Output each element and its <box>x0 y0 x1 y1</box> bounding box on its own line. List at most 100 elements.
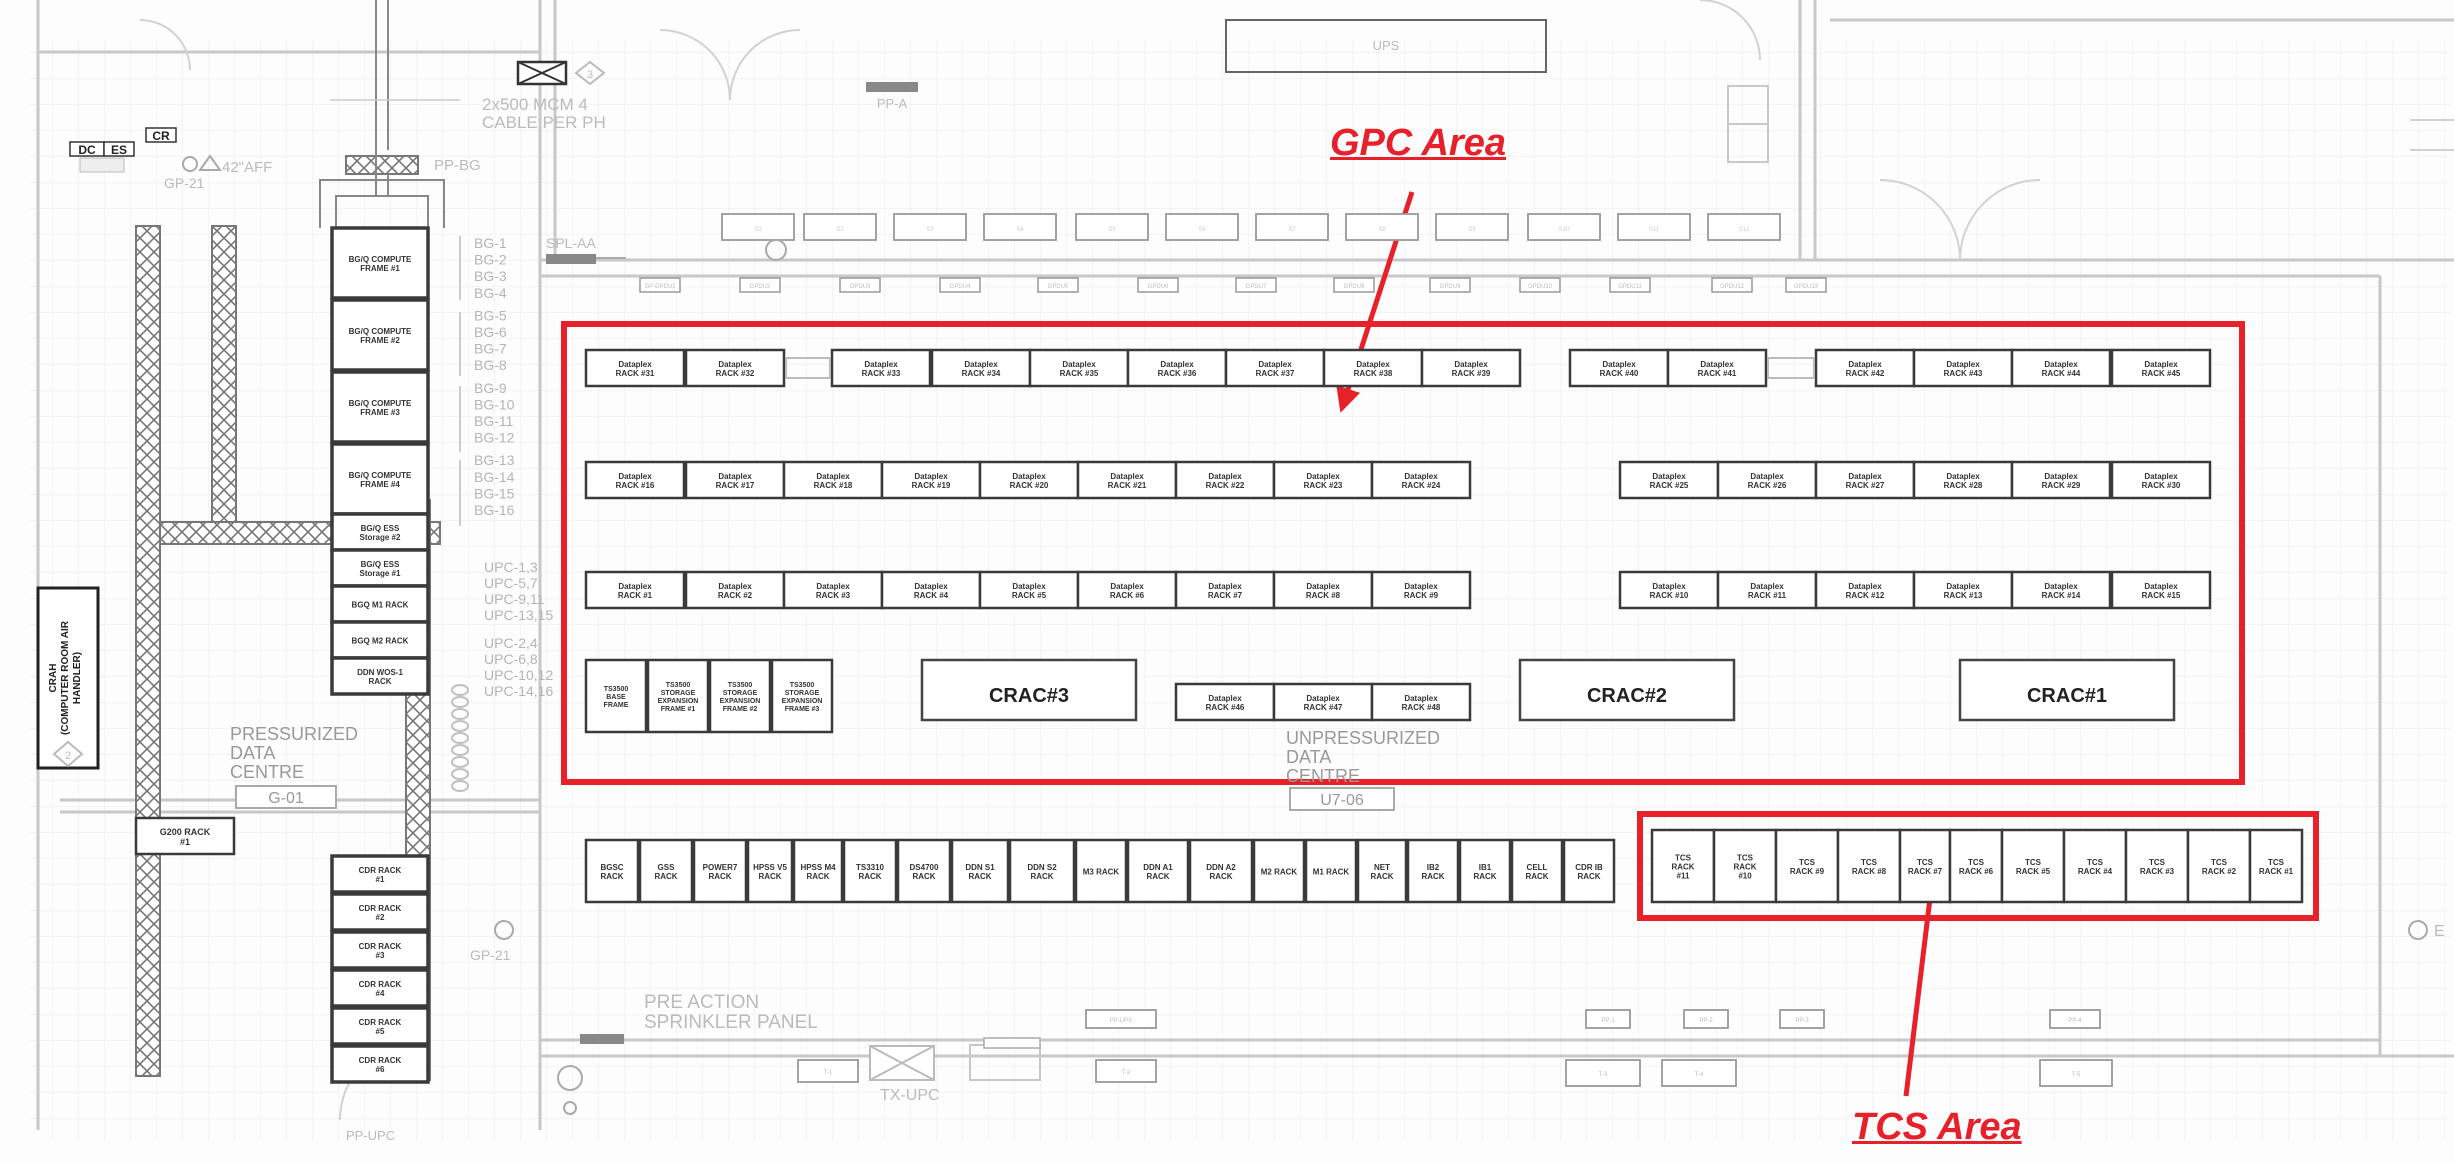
rack-label: RACK #16 <box>616 481 655 490</box>
equipment-rack: M3 RACK <box>1074 838 1128 904</box>
e-label: E <box>2434 923 2445 940</box>
room-code: G-01 <box>268 790 304 807</box>
rack-outline <box>330 298 430 372</box>
bg-circuit-label: BG-7 <box>474 341 507 357</box>
room-label: DATA <box>230 743 275 763</box>
bottom-panel-label: T-3 <box>1599 1072 1608 1078</box>
rack-outline <box>330 584 430 624</box>
rack-label: RACK #1 <box>618 591 653 600</box>
rack-label: IB2 <box>1427 863 1440 872</box>
rack-label: Dataplex <box>1404 694 1438 703</box>
rack-label: RACK #24 <box>1402 481 1441 490</box>
rack-outline <box>2010 460 2112 500</box>
bg-circuit-label: BG-10 <box>474 396 515 412</box>
pdu <box>1711 277 1753 293</box>
pdu-label: GPDU9 <box>1440 284 1461 290</box>
rack-outline <box>1406 838 1460 904</box>
valve-symbol <box>563 1101 577 1115</box>
rack-label: Dataplex <box>964 360 998 369</box>
small-panel <box>1527 213 1601 241</box>
rack-label: Dataplex <box>1848 472 1882 481</box>
gp21-label: GP-21 <box>470 947 511 963</box>
rack-label: RACK #28 <box>1944 481 1983 490</box>
rack-label: RACK #9 <box>1790 867 1825 876</box>
rack-outline <box>1074 838 1128 904</box>
room-label: DATA <box>1286 747 1331 767</box>
rack-label: RACK <box>1577 872 1600 881</box>
bottom-panel-label: PP-4 <box>2068 1018 2082 1024</box>
room-code-box <box>235 785 337 809</box>
rack-outline <box>684 348 786 388</box>
rack-label: RACK <box>1209 872 1232 881</box>
connector <box>785 357 831 379</box>
rack-label: STORAGE <box>723 690 758 697</box>
small-panel <box>803 213 877 241</box>
small-panel <box>983 213 1057 241</box>
rack-outline <box>1458 838 1512 904</box>
rack-label: Dataplex <box>1012 472 1046 481</box>
room-label: UNPRESSURIZED <box>1286 728 1440 748</box>
tcs-area-label: TCS Area <box>1852 1106 2022 1148</box>
rack-label: Storage #2 <box>360 533 401 542</box>
pdu <box>1609 277 1651 293</box>
rack-label: Dataplex <box>2044 360 2078 369</box>
small-panel-label: S10 <box>1559 227 1570 233</box>
rack-label: RACK #22 <box>1206 481 1245 490</box>
rack-label: BG/Q COMPUTE <box>349 255 412 264</box>
pre-action-label: PRE ACTION <box>644 992 759 1013</box>
aff-label: 42"AFF <box>222 159 272 176</box>
bg-circuit-label: BG-5 <box>474 307 507 323</box>
pdu-label: GPDU11 <box>1618 284 1642 290</box>
small-panel-label: S12 <box>1739 227 1750 233</box>
rack-outline <box>330 226 430 300</box>
rack-label: RACK #8 <box>1306 591 1341 600</box>
bg-circuit-label: BG-15 <box>474 485 515 501</box>
rack-label: Dataplex <box>1208 694 1242 703</box>
conduit <box>451 756 469 768</box>
rack-outline <box>330 548 430 588</box>
rack-label: Dataplex <box>1652 582 1686 591</box>
pdu-label: GP-DPDU1 <box>644 284 676 290</box>
cr-box <box>145 127 177 143</box>
rack-outline <box>1174 682 1276 722</box>
rack-label: Dataplex <box>1700 360 1734 369</box>
room-code-box <box>1289 787 1395 811</box>
bg-circuit-label: BG-1 <box>474 235 507 251</box>
conduit <box>451 696 469 708</box>
tag-text: 3 <box>587 69 593 81</box>
pdu <box>1333 277 1375 293</box>
pdu-label: GPDU13 <box>1794 284 1819 290</box>
small-panel-label: S11 <box>1649 227 1660 233</box>
pp-bg-label: PP-BG <box>434 157 481 174</box>
crac-3: CRAC#3 <box>920 658 1138 722</box>
bg-circuit-label: BG-4 <box>474 285 507 301</box>
rack-label: FRAME <box>604 702 629 709</box>
rack-label: HPSS M4 <box>800 863 836 872</box>
rack-label: TCS <box>1737 854 1754 863</box>
crac-2: CRAC#2 <box>1518 658 1736 722</box>
upc-circuit-label: UPC-2,4 <box>484 635 538 651</box>
rack-outline <box>1322 348 1424 388</box>
rack-outline <box>330 1044 430 1084</box>
rack-label: DDN A2 <box>1206 863 1236 872</box>
rack-label: FRAME #1 <box>661 706 696 713</box>
e-symbol <box>2408 920 2428 940</box>
